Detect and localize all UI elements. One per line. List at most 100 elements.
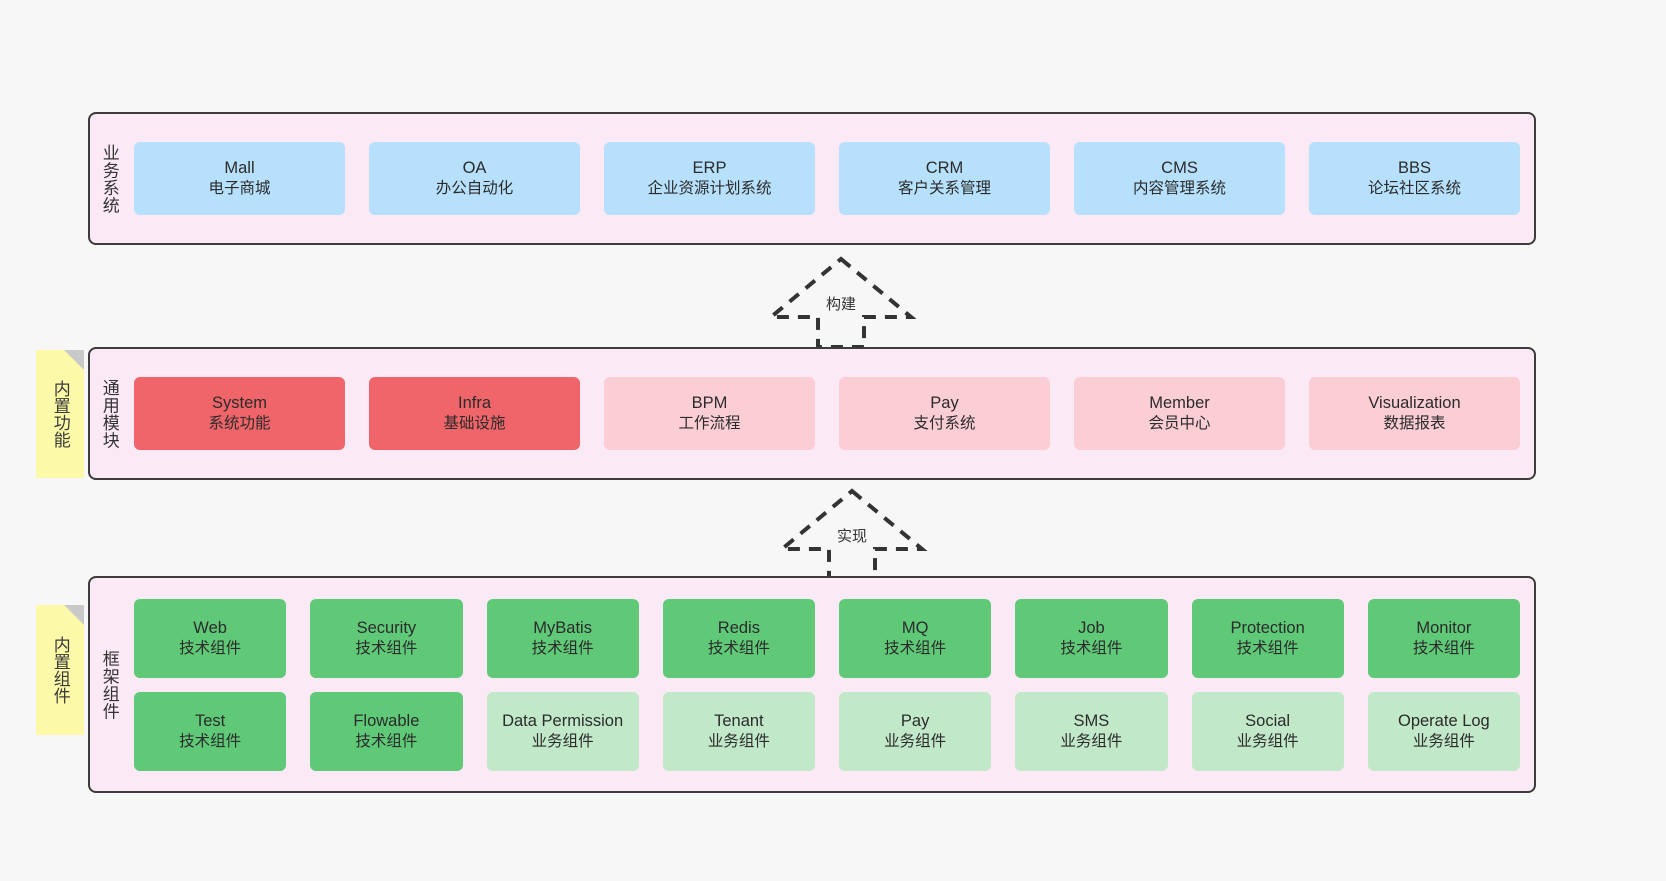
card-protection[interactable]: Protection 技术组件 — [1191, 598, 1344, 678]
card-title: Redis — [717, 618, 760, 637]
card-subtitle: 业务组件 — [1412, 732, 1475, 750]
connector-implement-label: 实现 — [836, 528, 868, 545]
note-label: 内置组件 — [50, 636, 70, 704]
card-redis[interactable]: Redis 技术组件 — [662, 598, 815, 678]
card-title: Operate Log — [1398, 711, 1490, 730]
card-subtitle: 电子商城 — [208, 180, 271, 198]
card-row: Test 技术组件 Flowable 技术组件 Data Permission … — [134, 691, 1520, 771]
card-bpm[interactable]: BPM 工作流程 — [604, 377, 815, 450]
card-bbs[interactable]: BBS 论坛社区系统 — [1309, 142, 1520, 215]
card-subtitle: 支付系统 — [913, 415, 976, 433]
card-title: Monitor — [1416, 618, 1472, 637]
card-title: MyBatis — [533, 618, 592, 637]
card-subtitle: 技术组件 — [1236, 639, 1299, 657]
card-subtitle: 工作流程 — [678, 415, 741, 433]
card-title: Job — [1078, 618, 1105, 637]
layer-business-system: 业务系统 Mall 电子商城 OA 办公自动化 ERP 企业资源计划系统 CRM… — [88, 112, 1536, 245]
card-visualization[interactable]: Visualization 数据报表 — [1309, 377, 1520, 450]
card-security[interactable]: Security 技术组件 — [310, 598, 463, 678]
card-web[interactable]: Web 技术组件 — [134, 598, 287, 678]
connector-build-label: 构建 — [825, 296, 857, 313]
card-subtitle: 业务组件 — [531, 732, 594, 750]
layer-body-common-modules: System 系统功能 Infra 基础设施 BPM 工作流程 Pay 支付系统… — [128, 349, 1534, 478]
note-label: 内置功能 — [50, 380, 70, 448]
layer-body-business-system: Mall 电子商城 OA 办公自动化 ERP 企业资源计划系统 CRM 客户关系… — [128, 114, 1534, 243]
card-data-permission[interactable]: Data Permission 业务组件 — [486, 691, 639, 771]
card-title: Flowable — [353, 711, 420, 730]
card-title: System — [211, 394, 267, 413]
card-subtitle: 技术组件 — [884, 639, 947, 657]
card-title: Data Permission — [502, 711, 624, 730]
card-subtitle: 业务组件 — [1060, 732, 1123, 750]
card-subtitle: 客户关系管理 — [897, 180, 991, 198]
card-subtitle: 企业资源计划系统 — [647, 180, 772, 198]
card-member[interactable]: Member 会员中心 — [1074, 377, 1285, 450]
card-monitor[interactable]: Monitor 技术组件 — [1367, 598, 1520, 678]
card-subtitle: 技术组件 — [179, 639, 242, 657]
note-fold-corner-icon — [64, 350, 84, 370]
card-title: Mall — [224, 159, 255, 178]
card-mall[interactable]: Mall 电子商城 — [134, 142, 345, 215]
card-subtitle: 业务组件 — [884, 732, 947, 750]
card-title: Protection — [1230, 618, 1305, 637]
card-system[interactable]: System 系统功能 — [134, 377, 345, 450]
layer-framework-components: 框架组件 Web 技术组件 Security 技术组件 MyBatis 技术组件… — [88, 576, 1536, 793]
layer-body-framework-components: Web 技术组件 Security 技术组件 MyBatis 技术组件 Redi… — [128, 578, 1534, 791]
card-subtitle: 数据报表 — [1383, 415, 1446, 433]
card-sms[interactable]: SMS 业务组件 — [1015, 691, 1168, 771]
card-flowable[interactable]: Flowable 技术组件 — [310, 691, 463, 771]
card-title: Pay — [930, 394, 959, 413]
card-job[interactable]: Job 技术组件 — [1015, 598, 1168, 678]
note-fold-corner-icon — [64, 605, 84, 625]
card-row: Mall 电子商城 OA 办公自动化 ERP 企业资源计划系统 CRM 客户关系… — [134, 142, 1520, 215]
card-subtitle: 技术组件 — [531, 639, 594, 657]
layer-title-business-system: 业务系统 — [99, 143, 119, 214]
card-subtitle: 技术组件 — [355, 732, 418, 750]
layer-common-modules: 通用模块 System 系统功能 Infra 基础设施 BPM 工作流程 Pay… — [88, 347, 1536, 480]
card-pay-module[interactable]: Pay 支付系统 — [839, 377, 1050, 450]
card-subtitle: 技术组件 — [179, 732, 242, 750]
card-erp[interactable]: ERP 企业资源计划系统 — [604, 142, 815, 215]
card-title: CMS — [1161, 159, 1198, 178]
card-mybatis[interactable]: MyBatis 技术组件 — [486, 598, 639, 678]
card-subtitle: 技术组件 — [1412, 639, 1475, 657]
card-tenant[interactable]: Tenant 业务组件 — [662, 691, 815, 771]
card-title: Web — [193, 618, 227, 637]
card-cms[interactable]: CMS 内容管理系统 — [1074, 142, 1285, 215]
card-subtitle: 技术组件 — [707, 639, 770, 657]
card-title: Infra — [457, 394, 492, 413]
card-title: Tenant — [714, 711, 764, 730]
card-title: MQ — [901, 618, 929, 637]
card-title: Pay — [900, 711, 930, 730]
card-row: System 系统功能 Infra 基础设施 BPM 工作流程 Pay 支付系统… — [134, 377, 1520, 450]
note-builtin-functions: 内置功能 — [36, 350, 84, 478]
card-subtitle: 论坛社区系统 — [1367, 180, 1461, 198]
layer-title-common-modules: 通用模块 — [99, 378, 119, 449]
layer-title-framework-components: 框架组件 — [99, 649, 119, 720]
connector-build-arrow: 构建 — [761, 255, 921, 351]
card-subtitle: 技术组件 — [1060, 639, 1123, 657]
card-subtitle: 技术组件 — [355, 639, 418, 657]
card-crm[interactable]: CRM 客户关系管理 — [839, 142, 1050, 215]
card-subtitle: 业务组件 — [707, 732, 770, 750]
card-subtitle: 基础设施 — [443, 415, 506, 433]
card-title: Visualization — [1368, 394, 1461, 413]
card-subtitle: 办公自动化 — [435, 180, 514, 198]
card-test[interactable]: Test 技术组件 — [134, 691, 287, 771]
card-title: Test — [194, 711, 226, 730]
card-title: CRM — [925, 159, 964, 178]
card-title: SMS — [1073, 711, 1110, 730]
card-title: OA — [462, 159, 487, 178]
note-builtin-components: 内置组件 — [36, 605, 84, 735]
connector-implement-arrow: 实现 — [772, 487, 932, 583]
card-title: Security — [356, 618, 417, 637]
card-mq[interactable]: MQ 技术组件 — [839, 598, 992, 678]
card-oa[interactable]: OA 办公自动化 — [369, 142, 580, 215]
card-operate-log[interactable]: Operate Log 业务组件 — [1367, 691, 1520, 771]
card-pay-component[interactable]: Pay 业务组件 — [839, 691, 992, 771]
card-title: Member — [1149, 394, 1210, 413]
card-subtitle: 业务组件 — [1236, 732, 1299, 750]
card-infra[interactable]: Infra 基础设施 — [369, 377, 580, 450]
card-social[interactable]: Social 业务组件 — [1191, 691, 1344, 771]
